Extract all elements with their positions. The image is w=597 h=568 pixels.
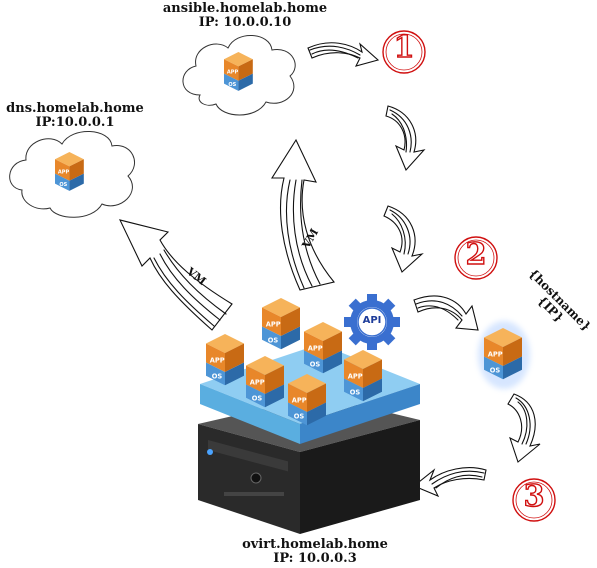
arrow-host-to-step3: [507, 393, 541, 463]
api-badge-text: API: [362, 315, 382, 326]
dns-hostname: dns.homelab.home: [6, 101, 144, 116]
arrow-step1-down: [385, 105, 426, 172]
arrow-vm-left-to-dns: [118, 219, 233, 331]
arrow-step3-to-ovirt: [412, 467, 487, 498]
dns-ip: IP:10.0.0.1: [35, 115, 115, 130]
arrow-ansible-to-step1: [307, 42, 380, 67]
ovirt-ip: IP: 10.0.0.3: [273, 551, 357, 566]
step-2-number: 2: [465, 236, 487, 272]
ovirt-server: [198, 396, 420, 534]
arrow-api-to-host: [413, 295, 479, 331]
ovirt-hostname: ovirt.homelab.home: [242, 537, 388, 552]
ansible-app-icon: [224, 52, 253, 91]
dns-app-icon: [55, 152, 84, 191]
ansible-ip: IP: 10.0.0.10: [198, 15, 292, 30]
new-vm-host-icon: [478, 321, 530, 389]
ovirt-host-label: ovirt.homelab.home IP: 10.0.0.3: [225, 538, 405, 566]
ansible-hostname: ansible.homelab.home: [162, 1, 328, 16]
dns-host-label: dns.homelab.home IP:10.0.0.1: [0, 102, 160, 130]
step-circles: [382, 30, 556, 522]
api-gear-icon: [344, 294, 400, 350]
arrow-vm-center-to-ansible: [271, 138, 335, 291]
ansible-host-label: ansible.homelab.home IP: 10.0.0.10: [150, 2, 340, 30]
step-1-number: 1: [393, 29, 415, 65]
step-3-number: 3: [523, 478, 545, 514]
arrow-down-to-step2: [383, 205, 424, 273]
